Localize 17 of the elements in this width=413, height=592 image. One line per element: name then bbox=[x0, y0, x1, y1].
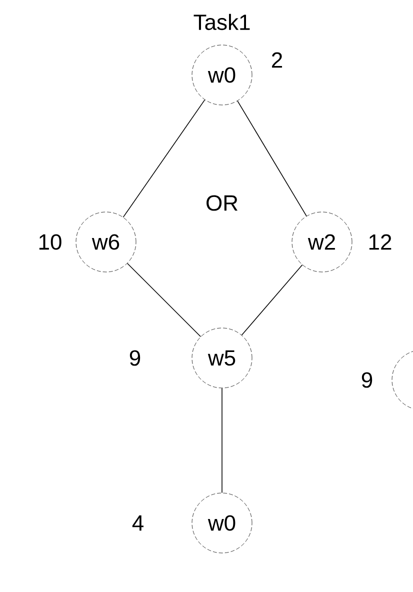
circle-node: w2 bbox=[292, 212, 352, 272]
label: OR bbox=[206, 195, 238, 211]
number-label: 2 bbox=[272, 52, 282, 68]
circle-node: w5 bbox=[192, 328, 252, 388]
circle-node: w6 bbox=[76, 212, 136, 272]
number-label: 9 bbox=[130, 350, 140, 366]
number-label: 12 bbox=[369, 234, 392, 250]
circle-node: w0 bbox=[192, 492, 252, 554]
connector-line bbox=[122, 99, 206, 218]
circle-node: w0 bbox=[192, 44, 252, 106]
title: Task1 bbox=[194, 14, 250, 30]
number-label: 10 bbox=[39, 234, 62, 250]
number-label: 4 bbox=[132, 515, 144, 531]
connector-line bbox=[241, 264, 303, 336]
connector-line bbox=[237, 100, 307, 216]
number-label: 9 bbox=[362, 372, 372, 388]
connector-line bbox=[126, 262, 202, 338]
